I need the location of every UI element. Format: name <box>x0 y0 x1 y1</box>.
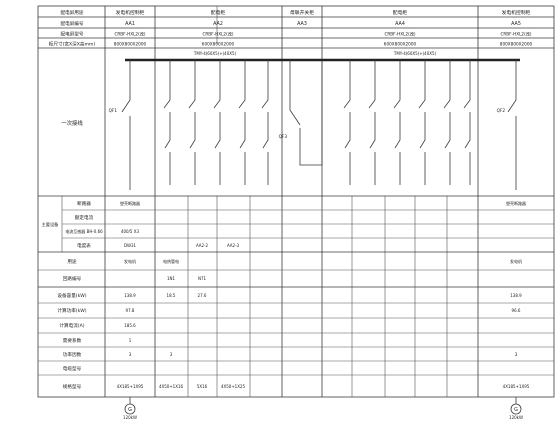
cell-cos: 3 <box>170 352 173 357</box>
panel-1-size: 800X800X2000 <box>114 42 147 47</box>
cell-ijs: 185.6 <box>124 323 136 328</box>
row-label-spec: 规格型号 <box>63 383 82 390</box>
row-label-kx: 需要系数 <box>63 337 82 344</box>
row-label-pe: 设备容量(kW) <box>57 292 86 299</box>
cell-ct: 400/5 X3 <box>121 229 140 234</box>
panel-4-number: AA4 <box>395 21 405 27</box>
row-label-circuit: 回路编号 <box>63 275 82 282</box>
generators: G 120kW G 120kW <box>123 397 523 420</box>
panel-5-size: 800X800X2000 <box>500 42 533 47</box>
cell-spec: 4X185+1X95 <box>503 384 530 389</box>
row-label-diagram: 一次接线 <box>61 119 83 127</box>
row-label-number: 配电屏编号 <box>61 20 84 27</box>
row-label-name: 配电屏用途 <box>61 9 84 16</box>
cell-kx: 1 <box>129 338 132 343</box>
generator-left-rating: 120kW <box>123 415 137 420</box>
cell-spec: 4X185+1X95 <box>117 384 144 389</box>
panel-1-model: CRBF-HXL2(改) <box>114 31 145 38</box>
panel-2-size: 600X800X2000 <box>202 42 235 47</box>
cell-pe: 138.9 <box>510 293 522 298</box>
row-label-side: 主要设备 <box>42 221 60 228</box>
row-label-usage: 用途 <box>67 258 77 265</box>
qf2-label: QF2 <box>497 108 506 113</box>
generator-right-label: G <box>514 407 518 413</box>
panel-4-model: CRBF-HXL2(改) <box>384 31 415 38</box>
qf3-label: QF3 <box>279 134 288 139</box>
cell-pjs: 97.8 <box>126 308 135 313</box>
panel-4-size: 600X800X2000 <box>384 42 417 47</box>
cell-spec: 4X50+1X25 <box>221 384 246 389</box>
row-label-cos: 功率因数 <box>63 351 82 358</box>
generator-left-label: G <box>128 407 132 413</box>
row-label-size: 柜尺寸(宽X深X高mm) <box>49 41 96 48</box>
cell-usage: 发电机 <box>510 258 522 264</box>
cell-meter: DW31 <box>124 243 137 248</box>
cell-circuit: N71 <box>198 276 207 281</box>
cell-meter: AA2-2 <box>196 243 209 248</box>
bus-label-left: TMY-4(60X5)+(40X5) <box>193 51 237 56</box>
cell-usage: 发电机 <box>124 258 136 264</box>
cell-circuit: 1N1 <box>167 276 176 281</box>
panel-5-number: AA5 <box>511 21 521 27</box>
row-label-ct: 电流互感器 BH-0.66 <box>65 228 103 234</box>
panel-2-model: CRBF-HXL2(改) <box>202 31 233 38</box>
incomer-right-line <box>507 60 517 190</box>
cell-pe: 18.5 <box>167 293 176 298</box>
row-label-breaker: 断路器 <box>77 200 91 207</box>
cell-breaker: 塑壳断路器 <box>120 200 140 206</box>
panel-5-name: 发电机控制柜 <box>502 9 531 16</box>
panel-2-number: AA2 <box>213 21 223 27</box>
panel-1-name: 发电机控制柜 <box>116 9 145 16</box>
incomer-left-line <box>121 60 131 190</box>
cell-breaker: 塑壳断路器 <box>506 200 526 206</box>
cell-pe: 27.6 <box>198 293 207 298</box>
panel-3-number: AA3 <box>297 21 307 27</box>
row-label-current: 额定电流 <box>75 214 94 221</box>
bus-label-right: TMY-4(60X5)+(40X5) <box>393 51 437 56</box>
generator-right-rating: 120kW <box>509 415 523 420</box>
cell-pjs: 96.6 <box>512 308 521 313</box>
row-label-ijs: 计算电流(A) <box>59 322 84 329</box>
column-lines <box>104 6 479 397</box>
cell-pe: 138.9 <box>124 293 136 298</box>
generator-right-symbol <box>510 403 522 415</box>
row-lines <box>38 16 554 376</box>
qf1-label: QF1 <box>109 108 118 113</box>
cell-cos: 3 <box>129 352 132 357</box>
row-labels: 配电屏用途 配电屏编号 配电屏型号 柜尺寸(宽X深X高mm) 一次接线 主要设备… <box>42 9 104 390</box>
panel-1-number: AA1 <box>125 21 135 27</box>
panel-2-name: 配电柜 <box>211 9 226 16</box>
feeder-drops-panel-4 <box>343 60 471 185</box>
panel-4-name: 配电柜 <box>393 9 408 16</box>
panel-3-name: 母联开关柜 <box>290 9 314 16</box>
tie-switch-line <box>289 60 323 166</box>
cell-spec: 4X50+1X16 <box>159 384 184 389</box>
panel-headers: 发电机控制柜 AA1 CRBF-HXL2(改) 800X800X2000 配电柜… <box>114 9 533 47</box>
data-cells: 塑壳断路器 400/5 X3 DW31 发电机 138.9 97.8 185.6 1 3 4X18… <box>117 200 530 389</box>
single-line-diagram: TMY-4(60X5)+(40X5) TMY-4(60X5)+(40X5) QF… <box>109 51 520 190</box>
feeder-drops-panel-2 <box>163 60 269 185</box>
cell-meter: AA2-3 <box>227 243 240 248</box>
panel-5-model: CRBF-HXL2(改) <box>500 31 531 38</box>
table-frame <box>37 5 555 398</box>
cell-cos: 3 <box>515 352 518 357</box>
row-label-cable: 电缆型号 <box>63 365 82 372</box>
row-label-model: 配电屏型号 <box>61 31 84 38</box>
cell-usage: 电热管电 <box>163 258 179 264</box>
cell-spec: 5X16 <box>197 384 208 389</box>
row-label-pjs: 计算功率(kW) <box>57 307 86 314</box>
row-label-meter: 电度表 <box>77 242 91 249</box>
generator-left-symbol <box>124 403 136 415</box>
